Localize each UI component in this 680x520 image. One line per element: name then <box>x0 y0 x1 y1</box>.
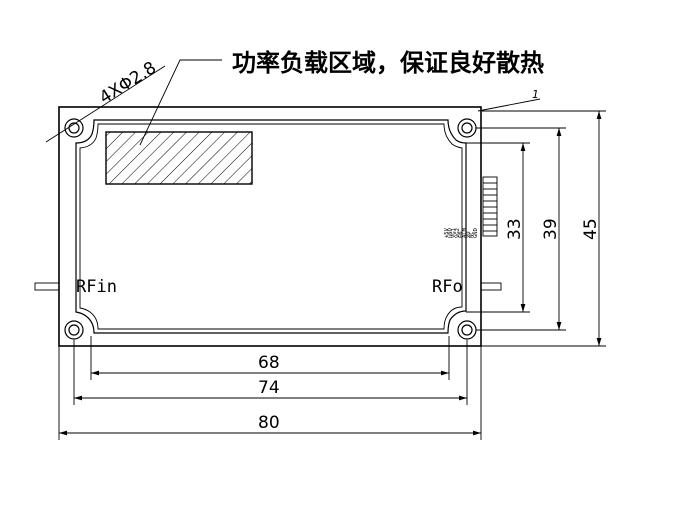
corner-dim-label: 1 <box>532 88 539 101</box>
power-load-area <box>105 131 253 185</box>
dim-label-80: 80 <box>258 413 280 433</box>
mounting-hole-bottom-right <box>457 320 477 340</box>
corner-dim-leader <box>477 98 541 112</box>
pin-label: +5V <box>444 227 450 238</box>
pin-label: NC <box>469 231 475 238</box>
mounting-hole-top-left <box>64 118 84 138</box>
rf-output-label: RFo <box>432 277 463 297</box>
mounting-hole-top-right <box>457 118 477 138</box>
pin-label: EN <box>458 231 464 238</box>
inner-cavity-outline-2 <box>79 123 463 330</box>
pin-label: VG2 <box>455 228 461 238</box>
rf-input-connector <box>34 282 60 291</box>
mounting-hole-bottom-left <box>64 320 84 340</box>
pin-label: VD <box>466 231 472 238</box>
dim-label-74: 74 <box>258 378 280 398</box>
annotation-leader <box>139 59 222 146</box>
pin-header <box>482 176 498 237</box>
inner-cavity-outline <box>75 119 467 334</box>
hole-spec-leader <box>45 65 166 143</box>
dim-label-68: 68 <box>258 353 280 373</box>
rf-input-label: RFin <box>76 277 117 297</box>
hole-spec-label: 4XΦ2.8 <box>96 58 160 108</box>
heat-dissipation-note: 功率负载区域，保证良好散热 <box>232 49 544 77</box>
pin-label: GND <box>473 228 479 238</box>
pin-label: ALM <box>462 227 468 238</box>
rf-output-connector <box>480 282 502 291</box>
dim-label-39: 39 <box>541 218 561 240</box>
dim-label-33: 33 <box>505 218 525 240</box>
pin-label: VG1 <box>451 228 457 238</box>
housing-outline <box>58 106 482 347</box>
dim-label-45: 45 <box>581 218 601 240</box>
pin-label: GND <box>448 228 454 238</box>
